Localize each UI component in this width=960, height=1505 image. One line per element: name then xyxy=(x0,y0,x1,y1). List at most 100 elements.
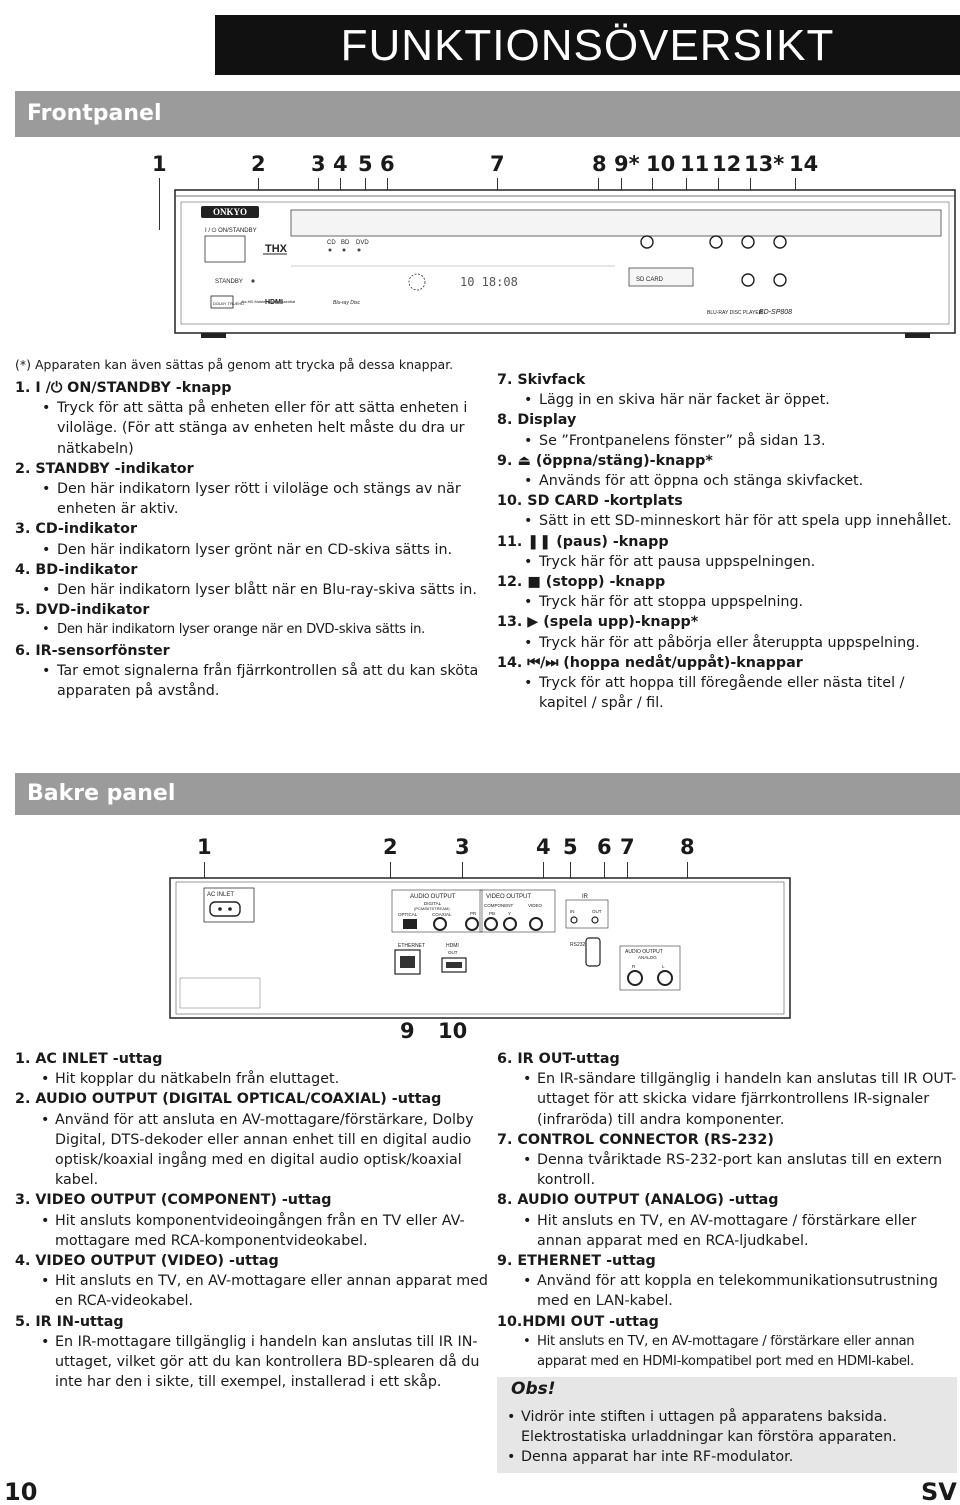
callout-number: 10 xyxy=(438,1019,468,1043)
play-button[interactable] xyxy=(773,235,787,249)
component-y-port[interactable] xyxy=(503,917,517,931)
dvd-indicator-label: DVD xyxy=(356,240,369,246)
list-item: 1. AC INLET -uttag Hit kopplar du nätkab… xyxy=(15,1049,490,1090)
digital-label: DIGITAL xyxy=(424,901,442,906)
callout-number: 13* xyxy=(744,152,785,176)
stop-button[interactable] xyxy=(741,235,755,249)
ir-label: IR xyxy=(582,894,589,900)
coaxial-output-port[interactable] xyxy=(433,917,447,931)
callout-number: 8 xyxy=(680,835,695,859)
item-heading: 11. ❚❚ (paus) -knapp xyxy=(497,533,669,550)
rear-list-right: 6. IR OUT-uttag En IR-sändare tillgängli… xyxy=(497,1049,959,1372)
item-heading: 4. VIDEO OUTPUT (VIDEO) -uttag xyxy=(15,1253,279,1270)
item-text: Hit ansluts komponentvideoingången från … xyxy=(15,1211,490,1251)
skip-back-button[interactable] xyxy=(741,273,755,287)
item-text: Använd för att ansluta en AV-mottagare/f… xyxy=(15,1110,490,1191)
disc-tray[interactable] xyxy=(290,209,942,237)
item-text: Tar emot signalerna från fjärrkontrollen… xyxy=(15,661,485,701)
pcm-label: (PCM/BITSTREAM) xyxy=(414,906,450,911)
composite-video-port[interactable] xyxy=(529,917,543,931)
ethernet-label: ETHERNET xyxy=(398,943,425,949)
ac-inlet-label: AC INLET xyxy=(207,892,234,898)
model-label: BLU-RAY DISC PLAYER xyxy=(707,310,763,316)
sd-card-label: SD CARD xyxy=(636,277,664,283)
component-pb-port[interactable] xyxy=(484,917,498,931)
list-item: 8. Display Se ”Frontpanelens fönster” på… xyxy=(497,410,957,451)
callout-number: 2 xyxy=(383,835,398,859)
item-heading: 3. CD-indikator xyxy=(15,521,137,538)
optical-output-port[interactable] xyxy=(403,919,417,929)
item-heading: 6. IR-sensorfönster xyxy=(15,642,170,659)
page-number: 10 xyxy=(4,1478,38,1505)
list-item: 5. DVD-indikator Den här indikatorn lyse… xyxy=(15,600,485,641)
list-item: 14. ⏮/⏭ (hoppa nedåt/uppåt)-knappar Tryc… xyxy=(497,653,957,714)
item-text: Den här indikatorn lyser grönt när en CD… xyxy=(15,540,485,560)
ir-out-label: OUT xyxy=(592,909,602,914)
audio-output-label: AUDIO OUTPUT xyxy=(410,894,456,900)
optical-label: OPTICAL xyxy=(398,912,418,917)
device-foot xyxy=(905,333,930,338)
list-item: 3. VIDEO OUTPUT (COMPONENT) -uttag Hit a… xyxy=(15,1190,490,1251)
language-code: SV xyxy=(921,1478,957,1505)
item-heading: 3. VIDEO OUTPUT (COMPONENT) -uttag xyxy=(15,1192,332,1209)
list-item: 6. IR OUT-uttag En IR-sändare tillgängli… xyxy=(497,1049,959,1130)
analog-r-port[interactable] xyxy=(627,970,643,986)
skip-forward-button[interactable] xyxy=(773,273,787,287)
item-text: Den här indikatorn lyser rött i viloläge… xyxy=(15,479,485,519)
onstandby-button[interactable] xyxy=(204,235,246,263)
eject-button[interactable] xyxy=(640,235,654,249)
callout-number: 8 xyxy=(592,152,607,176)
onkyo-logo xyxy=(201,206,259,218)
item-text: En IR-sändare tillgänglig i handeln kan … xyxy=(497,1069,959,1130)
item-heading: 7. Skivfack xyxy=(497,372,586,388)
callout-number: 10 xyxy=(646,152,676,176)
ir-in-label: IN xyxy=(570,909,575,914)
sd-card-slot[interactable] xyxy=(628,267,694,287)
item-heading: 10.HDMI OUT -uttag xyxy=(497,1313,659,1330)
list-item: 12. ■ (stopp) -knapp Tryck här för att s… xyxy=(497,572,957,613)
callout-number: 4 xyxy=(536,835,551,859)
item-text: Hit ansluts en TV, en AV-mottagare / för… xyxy=(497,1332,959,1372)
item-heading: 9. ETHERNET -uttag xyxy=(497,1253,656,1270)
section-title: Bakre panel xyxy=(27,781,176,806)
item-text: Se ”Frontpanelens fönster” på sidan 13. xyxy=(497,431,957,451)
analog-l-port[interactable] xyxy=(657,970,673,986)
ir-out-port[interactable] xyxy=(591,916,599,924)
item-text: Sätt in ett SD-minneskort här för att sp… xyxy=(497,511,957,531)
item-heading: 9. ⏏ (öppna/stäng)-knapp* xyxy=(497,452,713,469)
dolby-logo xyxy=(210,295,234,309)
callout-number: 4 xyxy=(333,152,348,176)
item-heading: 14. ⏮/⏭ (hoppa nedåt/uppåt)-knappar xyxy=(497,654,803,671)
list-item: 6. IR-sensorfönster Tar emot signalerna … xyxy=(15,641,485,702)
pr-label: PR xyxy=(470,911,477,916)
callout-number: 5 xyxy=(563,835,578,859)
section-header-front-panel: Frontpanel xyxy=(15,91,960,137)
hdmi-label: HDMI xyxy=(446,943,459,949)
bluray-logo: Blu-ray Disc xyxy=(333,300,360,306)
callout-number: 6 xyxy=(380,152,395,176)
front-list-right: 7. Skivfack Lägg in en skiva här när fac… xyxy=(497,370,957,713)
component-pr-port[interactable] xyxy=(465,917,479,931)
callout-number: 1 xyxy=(197,835,212,859)
standby-label: STANDBY xyxy=(215,279,243,285)
section-header-rear-panel: Bakre panel xyxy=(15,773,960,815)
callout-number: 11 xyxy=(680,152,710,176)
rs232-port[interactable] xyxy=(585,937,601,967)
list-item: 5. IR IN-uttag En IR-mottagare tillgängl… xyxy=(15,1312,490,1393)
list-item: 7. Skivfack Lägg in en skiva här när fac… xyxy=(497,370,957,411)
item-text: Den här indikatorn lyser blått när en Bl… xyxy=(15,580,485,600)
item-heading: 1. AC INLET -uttag xyxy=(15,1051,163,1067)
component-label: COMPONENT xyxy=(484,903,514,908)
callout-number: 3 xyxy=(455,835,470,859)
ac-inlet-socket[interactable] xyxy=(209,901,241,917)
list-item: 10. SD CARD -kortplats Sätt in ett SD-mi… xyxy=(497,491,957,532)
title-bar: FUNKTIONSÖVERSIKT xyxy=(215,15,960,75)
callout-number: 9* xyxy=(614,152,640,176)
pause-button[interactable] xyxy=(709,235,723,249)
onstandby-label: I / ⏻ ON/STANDBY xyxy=(205,227,257,234)
ir-sensor-window xyxy=(408,273,426,291)
ir-in-port[interactable] xyxy=(570,916,578,924)
dvd-indicator xyxy=(357,248,361,252)
item-text: En IR-mottagare tillgänglig i handeln ka… xyxy=(15,1332,490,1393)
callout-number: 14 xyxy=(789,152,819,176)
